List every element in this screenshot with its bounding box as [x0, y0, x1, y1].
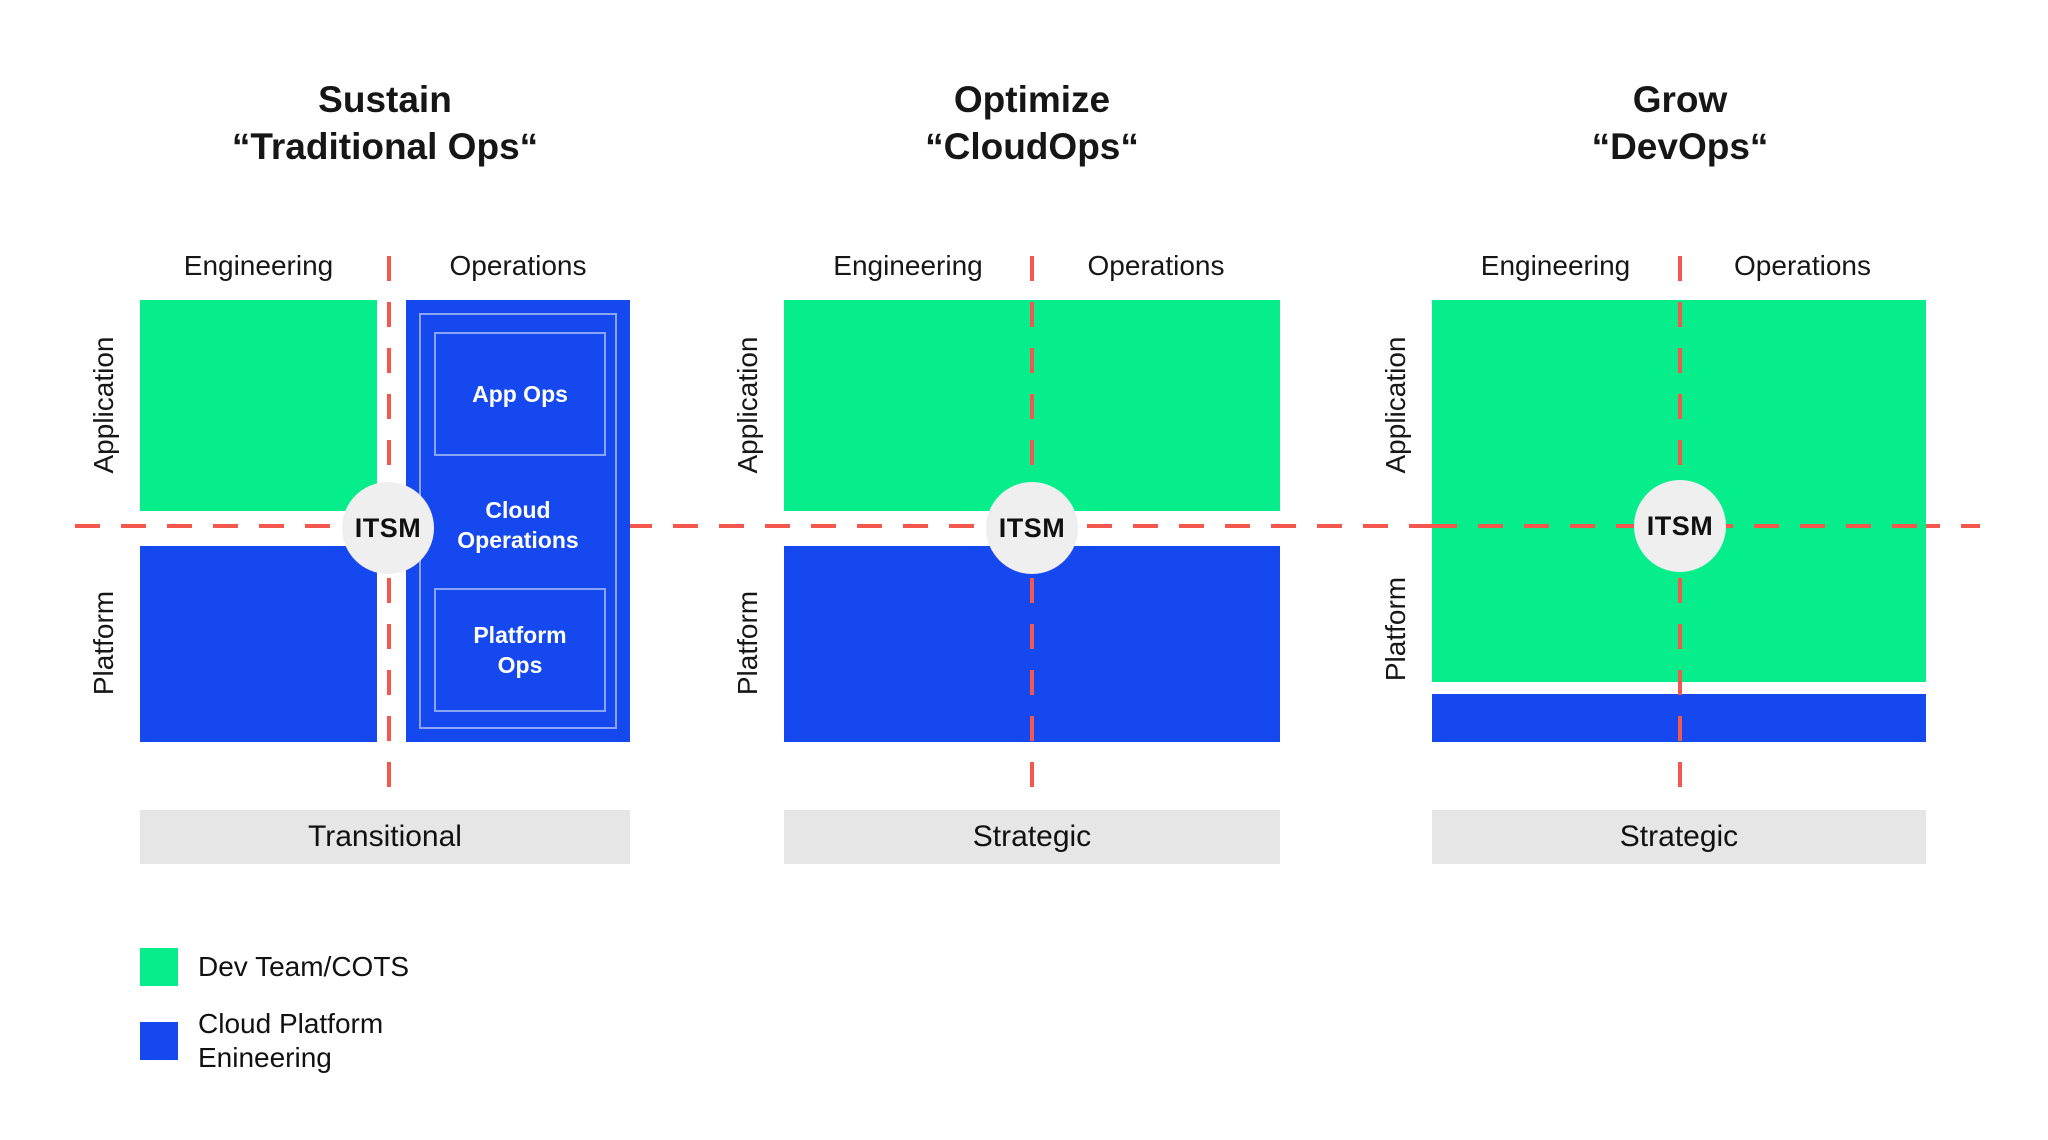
bottom-label-strategic-grow: Strategic — [1432, 810, 1926, 864]
column-label-operations-sustain: Operations — [449, 250, 587, 281]
row-label-platform-optimize: Platform — [732, 590, 763, 696]
application-engineering-block-sustain — [140, 300, 377, 511]
legend-item-dev-team: Dev Team/COTS — [140, 948, 409, 986]
row-label-application-optimize: Application — [732, 336, 763, 474]
platform-ops-box: Platform Ops — [434, 588, 606, 712]
itsm-badge-grow: ITSM — [1634, 480, 1726, 572]
panel-title-grow: Grow “DevOps“ — [1430, 76, 1930, 170]
panel-title-optimize-main: Optimize — [953, 79, 1111, 120]
panel-title-sustain-main: Sustain — [318, 79, 452, 120]
row-label-application-grow: Application — [1380, 336, 1411, 474]
bottom-label-transitional: Transitional — [140, 810, 630, 864]
panel-title-sustain-subtitle: “Traditional Ops“ — [231, 126, 539, 167]
panel-title-optimize-subtitle: “CloudOps“ — [925, 126, 1139, 167]
panel-title-grow-main: Grow — [1632, 79, 1728, 120]
legend-swatch-blue — [140, 1022, 178, 1060]
bottom-label-strategic-optimize: Strategic — [784, 810, 1280, 864]
panel-title-sustain: Sustain “Traditional Ops“ — [135, 76, 635, 170]
itsm-badge-optimize: ITSM — [986, 482, 1078, 574]
legend-label-dev-team: Dev Team/COTS — [198, 951, 410, 982]
panel-title-grow-subtitle: “DevOps“ — [1591, 126, 1769, 167]
operations-tower-sustain: App Ops Cloud Operations Platform Ops — [406, 300, 630, 742]
column-label-engineering-grow: Engineering — [1480, 250, 1631, 281]
platform-engineering-block-sustain — [140, 546, 377, 742]
legend-label-cloud-platform: Cloud Platform Enineering — [198, 1008, 384, 1073]
legend-item-cloud-platform: Cloud Platform Enineering — [140, 1008, 383, 1074]
row-label-platform-grow: Platform — [1380, 576, 1411, 682]
legend-swatch-green — [140, 948, 178, 986]
column-label-engineering-optimize: Engineering — [833, 250, 983, 281]
cloud-operations-label: Cloud Operations — [457, 497, 579, 553]
row-label-application-sustain: Application — [88, 336, 119, 474]
row-label-platform-sustain: Platform — [88, 590, 119, 696]
column-label-engineering-sustain: Engineering — [183, 250, 334, 281]
panel-title-optimize: Optimize “CloudOps“ — [782, 76, 1282, 170]
app-ops-box: App Ops — [434, 332, 606, 456]
itsm-badge-sustain: ITSM — [342, 482, 434, 574]
column-label-operations-optimize: Operations — [1087, 250, 1225, 281]
column-label-operations-grow: Operations — [1734, 250, 1871, 281]
